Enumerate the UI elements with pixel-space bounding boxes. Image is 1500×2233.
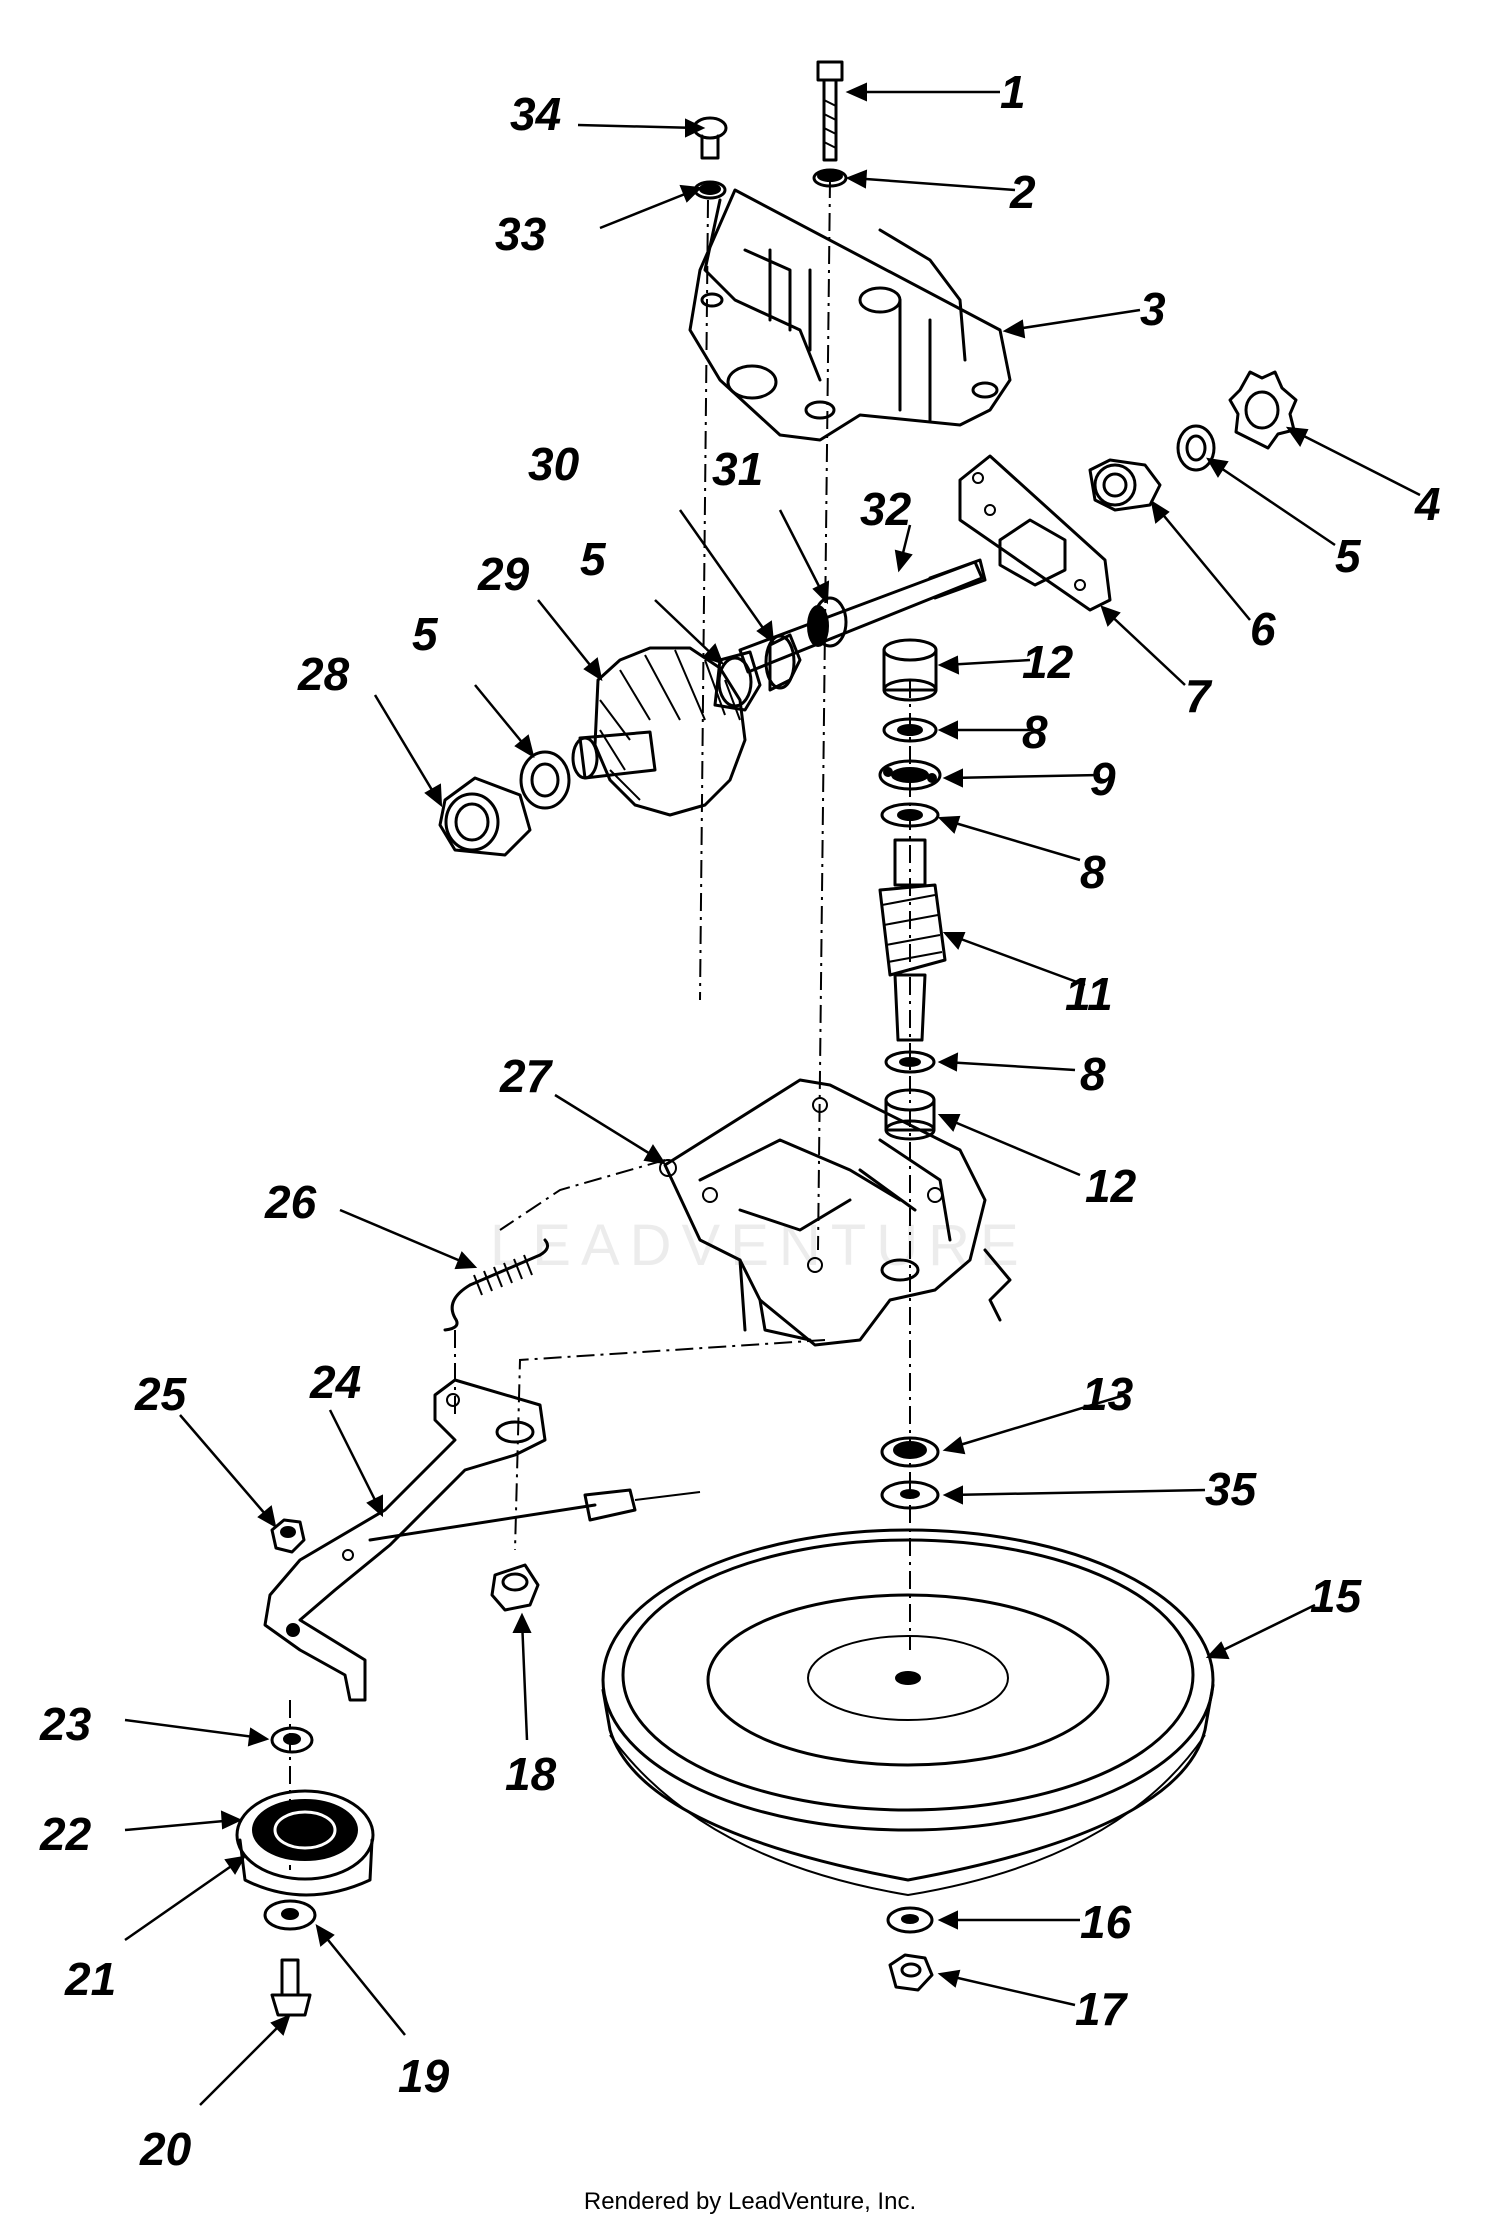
- part-35-washer: [880, 1480, 940, 1510]
- part-19-washer: [263, 1899, 317, 1931]
- part-5-washer-left: [519, 750, 571, 810]
- label-part-32: 32: [860, 483, 912, 535]
- part-20-bolt: [270, 1958, 312, 2017]
- part-5-washer-right: [1176, 424, 1216, 472]
- part-9-thrust-bearing: [878, 759, 942, 791]
- part-12-bushing-lower: [884, 1088, 936, 1141]
- label-part-2: 2: [1009, 166, 1036, 218]
- part-8-washer-middle: [880, 802, 940, 828]
- label-part-11: 11: [1065, 968, 1113, 1020]
- label-part-18: 18: [505, 1748, 557, 1800]
- label-part-5: 5: [1335, 530, 1362, 582]
- part-12-bushing-upper: [882, 638, 938, 702]
- part-3-upper-housing: [688, 188, 1012, 442]
- part-26-spring: [443, 1238, 550, 1332]
- label-part-31: 31: [712, 443, 763, 495]
- label-part-3: 3: [1140, 283, 1166, 335]
- part-30-bearing: [764, 633, 802, 692]
- label-part-8: 8: [1080, 846, 1106, 898]
- part-8-washer-lower: [884, 1050, 936, 1074]
- part-33-washer: [693, 180, 727, 200]
- label-part-20: 20: [139, 2123, 192, 2175]
- part-13-washer: [880, 1436, 940, 1468]
- label-part-17: 17: [1075, 1983, 1129, 2035]
- label-part-12: 12: [1085, 1160, 1137, 1212]
- part-31-collar: [807, 596, 848, 648]
- label-part-8: 8: [1022, 706, 1048, 758]
- part-29-gear: [571, 646, 747, 817]
- label-part-13: 13: [1082, 1368, 1134, 1420]
- label-part-6: 6: [1250, 603, 1276, 655]
- part-1-bolt: [816, 60, 844, 162]
- label-part-28: 28: [297, 648, 350, 700]
- part-18-nut: [490, 1563, 540, 1612]
- label-part-21: 21: [64, 1953, 116, 2005]
- label-part-22: 22: [39, 1808, 92, 1860]
- part-32-shaft: [738, 558, 987, 674]
- label-part-24: 24: [309, 1356, 361, 1408]
- part-17-nut: [888, 1953, 934, 1992]
- part-24-bracket: [263, 1378, 701, 1702]
- part-15-main-pulley: [601, 1528, 1215, 1897]
- label-part-30: 30: [528, 438, 580, 490]
- part-11-worm-shaft: [878, 838, 947, 1042]
- part-7-plate: [958, 454, 1112, 612]
- label-part-8: 8: [1080, 1048, 1106, 1100]
- label-part-5: 5: [580, 533, 607, 585]
- part-22-idler-pulley: [235, 1789, 375, 1897]
- label-part-34: 34: [510, 88, 561, 140]
- label-part-25: 25: [134, 1368, 188, 1420]
- label-part-7: 7: [1185, 670, 1213, 722]
- part-27-lower-housing: [659, 1078, 1012, 1347]
- part-4-sprocket: [1228, 370, 1298, 450]
- label-part-16: 16: [1080, 1896, 1132, 1948]
- label-part-29: 29: [477, 548, 530, 600]
- label-part-15: 15: [1310, 1570, 1363, 1622]
- label-part-35: 35: [1205, 1463, 1258, 1515]
- assembly-lines: [289, 179, 911, 1870]
- part-23-washer: [270, 1726, 314, 1754]
- part-number-labels: 1 2 3 4 5 6 7 12 8 9 8 11 8 12 13 35 15 …: [39, 66, 1441, 2175]
- part-2-washer: [812, 168, 848, 188]
- label-part-26: 26: [264, 1176, 317, 1228]
- leader-lines: [124, 82, 1421, 2106]
- label-part-27: 27: [499, 1050, 554, 1102]
- label-part-5: 5: [412, 608, 439, 660]
- label-part-23: 23: [39, 1698, 92, 1750]
- label-part-9: 9: [1090, 753, 1116, 805]
- watermark: LEADVENTURE: [490, 1213, 1029, 1278]
- label-part-1: 1: [1000, 66, 1026, 118]
- part-8-washer-upper: [882, 717, 938, 743]
- label-part-19: 19: [398, 2050, 450, 2102]
- label-part-33: 33: [495, 208, 547, 260]
- label-part-12: 12: [1022, 636, 1074, 688]
- part-6-bearing-right: [1088, 458, 1162, 512]
- render-credit: Rendered by LeadVenture, Inc.: [583, 2188, 917, 2215]
- label-part-4: 4: [1414, 478, 1441, 530]
- part-16-washer: [886, 1906, 934, 1934]
- part-25-nut: [270, 1518, 306, 1554]
- part-28-bearing-left: [438, 776, 532, 857]
- part-34-screw: [692, 116, 728, 160]
